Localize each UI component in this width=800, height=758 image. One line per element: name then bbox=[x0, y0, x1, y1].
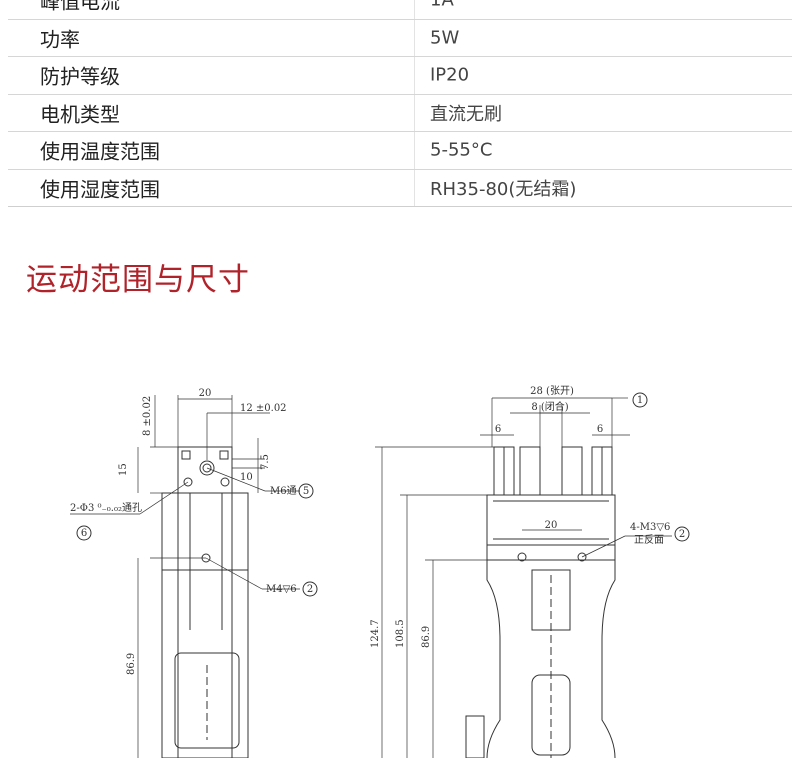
dim-jaw-left: 6 bbox=[495, 424, 501, 435]
dim-open-num: 1 bbox=[637, 395, 643, 406]
spec-row: 使用湿度范围 RH35-80(无结霜) bbox=[8, 169, 792, 207]
dim-jaw-right: 6 bbox=[597, 424, 603, 435]
spec-value: 5-55°C bbox=[430, 139, 493, 161]
callout-m3-num: 2 bbox=[679, 529, 685, 540]
spec-divider bbox=[414, 0, 415, 19]
right-jaw bbox=[561, 446, 583, 496]
dim-closed: 8 (闭合) bbox=[531, 400, 568, 413]
section-title: 运动范围与尺寸 bbox=[26, 262, 250, 298]
callout-m4: M4▽6 bbox=[266, 584, 297, 595]
dim-total: 124.7 bbox=[370, 619, 381, 648]
callout-m3-sub: 正反面 bbox=[634, 534, 664, 546]
spec-label: 峰值电流 bbox=[40, 0, 120, 14]
dim-side-vertical: 8 ±0.02 bbox=[142, 396, 153, 436]
right-block bbox=[486, 494, 616, 546]
callout-hole-num: 6 bbox=[81, 528, 87, 539]
spec-row: 功率 5W bbox=[8, 19, 792, 57]
dim-top-offset: 12 ±0.02 bbox=[240, 403, 287, 414]
dim-left-15: 15 bbox=[118, 463, 129, 476]
dim-right-10: 10 bbox=[240, 472, 253, 483]
callout-m4-num: 2 bbox=[307, 584, 313, 595]
spec-label: 防护等级 bbox=[40, 64, 120, 89]
dim-body: 108.5 bbox=[395, 619, 406, 648]
spec-row: 防护等级 IP20 bbox=[8, 57, 792, 95]
dim-left-height: 86.9 bbox=[126, 653, 137, 675]
spec-row: 电机类型 直流无刷 bbox=[8, 94, 792, 132]
spec-value: 5W bbox=[430, 27, 460, 49]
spec-value: IP20 bbox=[430, 64, 470, 86]
spec-row: 使用温度范围 5-55°C bbox=[8, 132, 792, 170]
spec-label: 电机类型 bbox=[40, 102, 120, 127]
spec-label: 功率 bbox=[40, 27, 80, 52]
right-side-tab bbox=[465, 715, 485, 758]
callout-m3: 4-M3▽6 bbox=[630, 522, 670, 533]
callout-hole: 2-Φ3 ⁰₋₀.₀₂通孔 bbox=[70, 502, 142, 514]
dimension-drawing: 20 12 ±0.02 8 ±0.02 15 7.5 10 86.9 M6通 5… bbox=[70, 385, 690, 758]
spec-divider bbox=[414, 94, 415, 131]
left-window bbox=[174, 652, 240, 749]
dim-center: 20 bbox=[545, 520, 558, 531]
spec-value: 1A bbox=[430, 0, 454, 11]
spec-value: RH35-80(无结霜) bbox=[430, 178, 577, 200]
spec-table: 峰值电流 1A 功率 5W 防护等级 IP20 电机类型 直流无刷 使用温度范围… bbox=[8, 0, 792, 207]
spec-divider bbox=[414, 132, 415, 169]
left-body bbox=[161, 492, 249, 758]
dim-top-width: 20 bbox=[199, 388, 212, 399]
dim-right-7-5: 7.5 bbox=[260, 454, 271, 470]
spec-label: 使用温度范围 bbox=[40, 139, 160, 164]
callout-m6: M6通 bbox=[270, 485, 297, 497]
spec-label: 使用湿度范围 bbox=[40, 177, 160, 202]
spec-divider bbox=[414, 57, 415, 94]
right-jaw bbox=[519, 446, 541, 496]
dim-open: 28 (张开) bbox=[530, 385, 574, 397]
dim-lower: 86.9 bbox=[421, 626, 432, 648]
spec-divider bbox=[414, 169, 415, 206]
spec-row: 峰值电流 1A bbox=[8, 0, 792, 20]
callout-m6-num: 5 bbox=[303, 486, 309, 497]
spec-value: 直流无刷 bbox=[430, 103, 502, 125]
spec-divider bbox=[414, 19, 415, 56]
